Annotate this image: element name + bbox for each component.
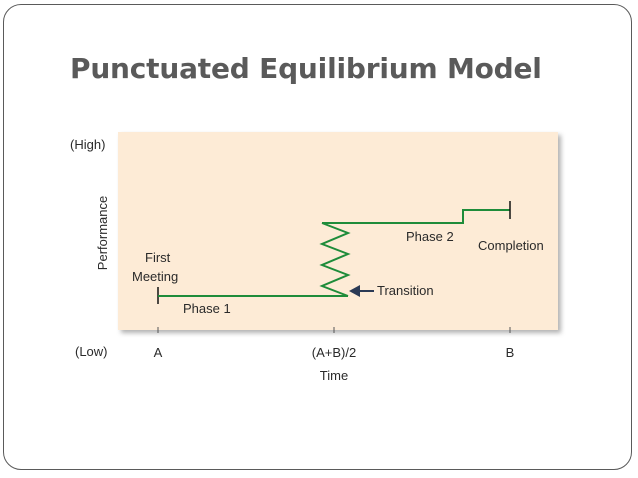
- slide-title: Punctuated Equilibrium Model: [70, 52, 542, 85]
- phase1-label: Phase 1: [183, 301, 231, 316]
- x-tick-label-a: A: [154, 345, 163, 360]
- y-axis-title: Performance: [95, 196, 110, 270]
- phase2-line: [322, 209, 510, 224]
- phase2-label: Phase 2: [406, 229, 454, 244]
- first-meeting-label-line2: Meeting: [132, 269, 178, 284]
- transition-zigzag: [319, 222, 351, 297]
- transition-arrow-head: [349, 285, 360, 297]
- x-tick-label-b: B: [506, 345, 515, 360]
- x-tick-label-mid: (A+B)/2: [312, 345, 356, 360]
- transition-label: Transition: [377, 283, 434, 298]
- first-meeting-label-line1: First: [145, 250, 171, 265]
- completion-label: Completion: [478, 238, 544, 253]
- y-axis-low-label: (Low): [75, 344, 108, 359]
- y-axis-high-label: (High): [70, 137, 105, 152]
- x-axis-title: Time: [320, 368, 348, 383]
